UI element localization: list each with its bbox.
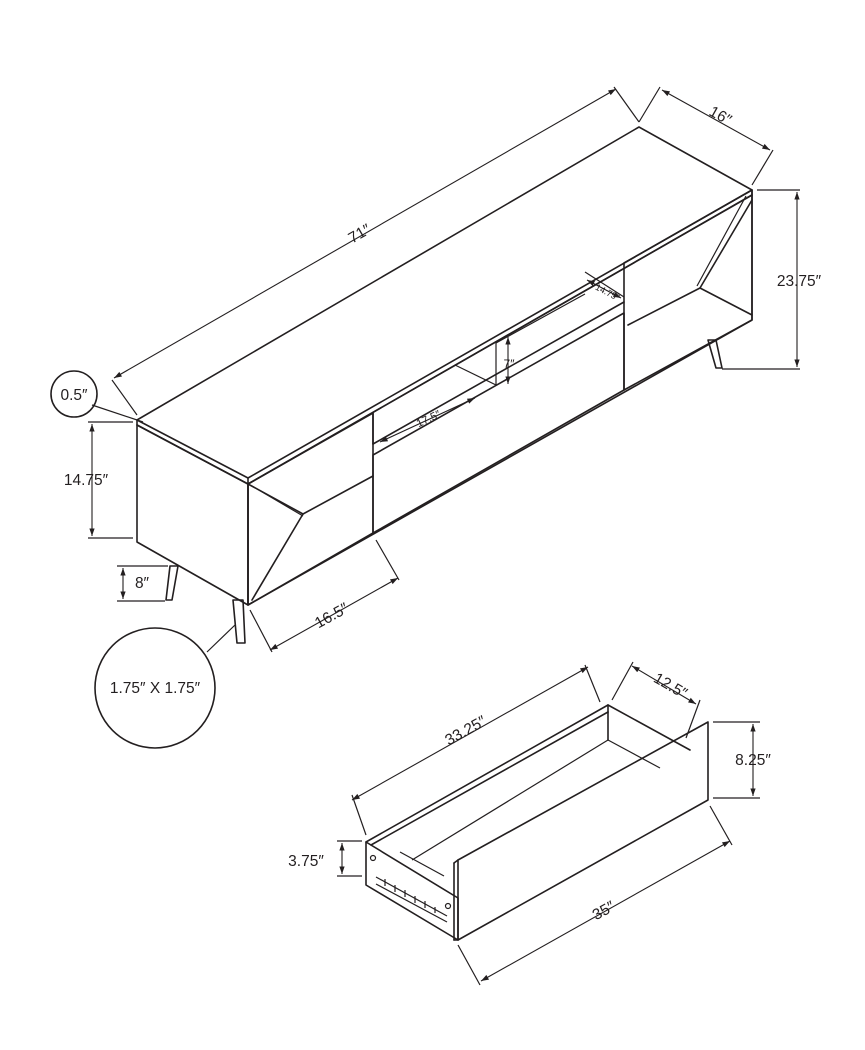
drawer-dimension-lines — [337, 661, 760, 986]
drawer-length-label: 33.25″ — [442, 713, 489, 750]
overall-height-label: 23.75″ — [777, 273, 822, 290]
stand-legs — [165, 339, 723, 644]
drawer-dimension-labels: 33.25″ 12.5″ 8.25″ 3.75″ 35″ — [288, 670, 771, 924]
drawer-left-side — [365, 841, 459, 941]
tv-stand-drawing — [136, 126, 753, 644]
drawer-front-height-label: 8.25″ — [735, 752, 771, 769]
stand-front-face — [247, 194, 753, 606]
drawer-drawing — [365, 704, 709, 941]
center-open-compartment — [372, 271, 625, 445]
right-door — [623, 189, 753, 391]
top-thickness-callout — [50, 370, 98, 418]
stand-dimension-labels: 71″ 16″ 23.75″ 0.5″ 14.75″ 8″ 16.5″ 17.5… — [60, 103, 821, 697]
depth-label: 16″ — [706, 103, 735, 129]
leg-height-label: 8″ — [135, 575, 150, 592]
leg-size-callout — [94, 627, 216, 749]
stand-dimension-lines — [88, 86, 800, 653]
side-door-width-label: 16.5″ — [312, 600, 352, 632]
leg-size-label: 1.75″ X 1.75″ — [110, 680, 201, 697]
drawer-front-width-label: 35″ — [590, 898, 619, 924]
compartment-height-label: 7″ — [504, 357, 516, 371]
overall-width-label: 71″ — [346, 221, 375, 247]
drawer-front-panel — [457, 721, 709, 941]
stand-left-side-panel — [136, 424, 249, 606]
drawer-slide-rail — [369, 854, 452, 923]
body-height-label: 14.75″ — [64, 472, 109, 489]
top-thickness-label: 0.5″ — [60, 387, 88, 404]
stand-top-surface — [136, 126, 753, 479]
drawer-side-height-label: 3.75″ — [288, 853, 324, 870]
compartment-width-label: 17.5″ — [415, 408, 443, 430]
compartment-depth-label: 14.75″ — [594, 282, 622, 303]
